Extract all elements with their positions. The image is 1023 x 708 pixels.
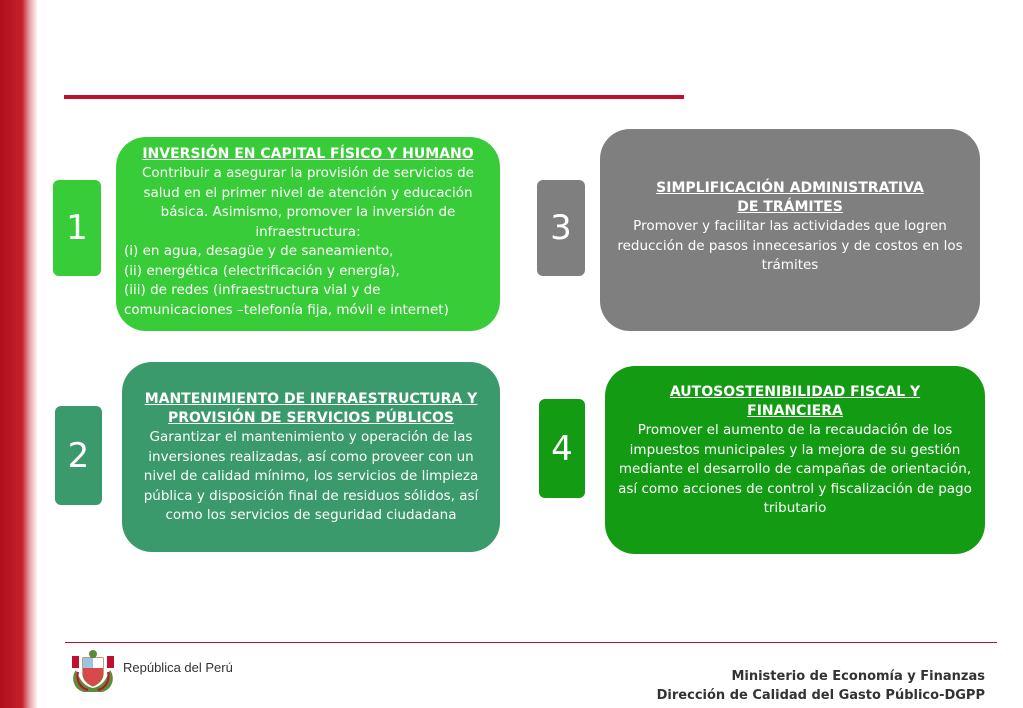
list-item: (iii) de redes (infraestructura vial y d… bbox=[124, 282, 449, 318]
number-badge-3: 3 bbox=[537, 180, 585, 276]
direction-name: Dirección de Calidad del Gasto Público-D… bbox=[656, 688, 985, 703]
list-item: (ii) energética (electrificación y energ… bbox=[124, 262, 400, 279]
ministry-name: Ministerio de Economía y Finanzas bbox=[731, 669, 985, 684]
card-title: AUTOSOSTENIBILIDAD FISCAL Y FINANCIERA bbox=[669, 384, 921, 419]
top-divider bbox=[64, 95, 684, 99]
card-list: (i) en agua, desagüe y de saneamiento, (… bbox=[124, 242, 492, 320]
footer-divider bbox=[65, 642, 997, 643]
institution-info: Ministerio de Economía y Finanzas Direcc… bbox=[657, 667, 985, 705]
card-description: Promover el aumento de la recaudación de… bbox=[618, 422, 972, 516]
list-item: (i) en agua, desagüe y de saneamiento, bbox=[124, 243, 394, 259]
card-simplificacion: SIMPLIFICACIÓN ADMINISTRATIVA DE TRÁMITE… bbox=[600, 129, 980, 331]
card-autosostenibilidad: AUTOSOSTENIBILIDAD FISCAL Y FINANCIERA P… bbox=[605, 366, 985, 554]
card-description: Promover y facilitar las actividades que… bbox=[617, 218, 963, 273]
number-badge-1: 1 bbox=[53, 180, 101, 276]
country-label: República del Perú bbox=[123, 660, 233, 675]
card-title: INVERSIÓN EN CAPITAL FÍSICO Y HUMANO bbox=[142, 146, 474, 162]
card-description: Garantizar el mantenimiento y operación … bbox=[143, 429, 479, 523]
card-title: MANTENIMIENTO DE INFRAESTRUCTURA Y PROVI… bbox=[144, 391, 478, 426]
left-decorative-stripe bbox=[0, 0, 38, 708]
peru-coat-of-arms-icon bbox=[72, 650, 114, 692]
card-description: Contribuir a asegurar la provisión de se… bbox=[142, 165, 474, 240]
number-badge-4: 4 bbox=[539, 399, 585, 498]
card-inversion-capital: INVERSIÓN EN CAPITAL FÍSICO Y HUMANO Con… bbox=[116, 137, 500, 331]
card-mantenimiento: MANTENIMIENTO DE INFRAESTRUCTURA Y PROVI… bbox=[122, 362, 500, 552]
number-badge-2: 2 bbox=[55, 406, 102, 505]
card-title: SIMPLIFICACIÓN ADMINISTRATIVA DE TRÁMITE… bbox=[656, 180, 924, 215]
